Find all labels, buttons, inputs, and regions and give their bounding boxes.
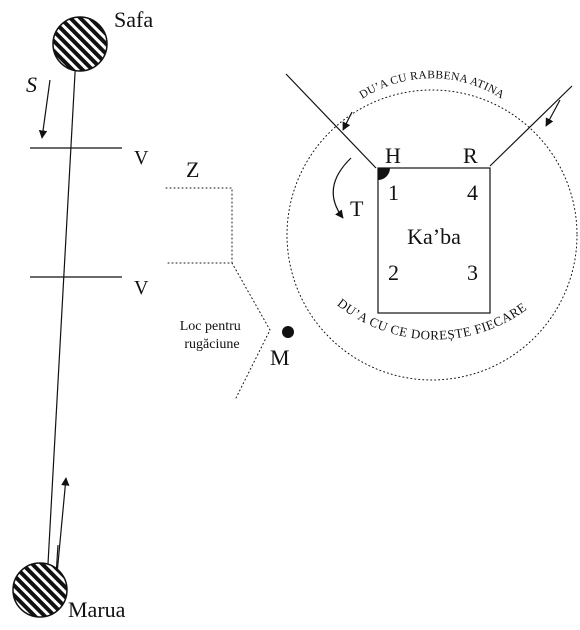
kaaba-corner-4: 4 (467, 180, 478, 205)
kaaba-corner-2: 2 (388, 260, 399, 285)
prayer-place-boundary (231, 262, 271, 401)
approach-line-left (285, 73, 377, 169)
kaaba-building (377, 167, 491, 314)
corner-h-label: H (385, 143, 401, 168)
arc-text-top: DU’A CU RABBENA ATINA (358, 69, 507, 101)
zone-boundary (165, 187, 233, 264)
corner-r-label: R (463, 143, 478, 168)
tawaf-area: H R T Ka’ba 1 4 2 3 DU’A CU RABBENA ATIN… (285, 69, 578, 381)
sai-direction-label: S (26, 72, 37, 97)
right-entry-arrow (545, 99, 561, 127)
safa-hill: Safa (52, 7, 153, 72)
maqam-label: M (270, 345, 290, 370)
sai-route (38, 54, 77, 601)
prayer-place-label: Loc pentru rugăciune (180, 319, 245, 352)
marua-label: Marua (68, 597, 126, 622)
marua-hill-marker (12, 562, 68, 618)
tawaf-direction-arrow (332, 157, 352, 219)
zone-label: Z (186, 157, 199, 182)
prayer-place-line-1: Loc pentru (180, 319, 241, 334)
return-arrow (56, 477, 70, 575)
descend-arrow (38, 79, 51, 139)
tawaf-label: T (350, 196, 364, 221)
black-stone-marker (378, 168, 390, 180)
safa-hill-marker (52, 16, 108, 72)
sai-path-line (45, 54, 77, 601)
valley-label-lower: V (134, 277, 149, 299)
prayer-place-line-2: rugăciune (184, 337, 239, 352)
arc-text-bottom: DU’A CU CE DOREȘTE FIECARE (335, 295, 530, 342)
arc-text-bottom-path: DU’A CU CE DOREȘTE FIECARE (335, 295, 529, 342)
approach-line-right (489, 85, 573, 167)
kaaba-corner-1: 1 (388, 180, 399, 205)
safa-label: Safa (114, 7, 153, 32)
valley-markers: V V (30, 147, 149, 299)
kaaba-corner-3: 3 (467, 260, 478, 285)
marua-hill: Marua (12, 562, 126, 622)
maqam-dot (282, 326, 294, 338)
kaaba-label: Ka’ba (407, 224, 461, 249)
prayer-area: Z Loc pentru rugăciune M (165, 157, 294, 401)
tawaf-circle (286, 89, 578, 381)
arc-text-top-path: DU’A CU RABBENA ATINA (358, 69, 507, 101)
left-entry-arrow (342, 111, 353, 131)
valley-label-upper: V (134, 147, 149, 169)
